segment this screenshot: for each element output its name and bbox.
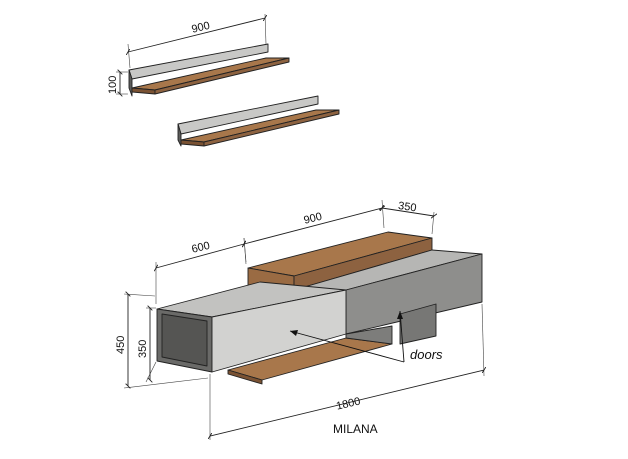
- label-depth: 350: [397, 200, 417, 214]
- label-total-height: 450: [115, 336, 127, 354]
- dimension-body-height: 350: [137, 308, 157, 382]
- label-doors: doors: [410, 347, 443, 362]
- shelf-lower-back-side: [177, 123, 182, 147]
- label-shelf-width: 900: [190, 20, 211, 36]
- label-top-width: 900: [303, 211, 324, 227]
- dimension-left-width: 600: [156, 237, 247, 304]
- dimension-total-width: 1800: [210, 303, 484, 440]
- label-left-width: 600: [190, 240, 211, 256]
- shelf-upper-back-side: [128, 69, 133, 97]
- label-total-width: 1800: [335, 395, 362, 412]
- dimension-total-height: 450: [115, 294, 209, 388]
- open-shelf-back: [345, 325, 393, 345]
- dimension-depth: 350: [382, 200, 434, 235]
- product-name: MILANA: [333, 422, 378, 436]
- dimension-shelf-height: 100: [107, 72, 128, 94]
- label-shelf-height: 100: [107, 76, 119, 94]
- label-body-height: 350: [137, 340, 149, 358]
- wall-shelf-lower: [177, 95, 340, 147]
- wall-shelf-upper: [128, 43, 290, 97]
- dimension-shelf-width: 900: [128, 13, 266, 69]
- support-leg: [399, 303, 437, 345]
- tv-unit: [156, 231, 483, 385]
- doors-callout: doors: [289, 310, 443, 363]
